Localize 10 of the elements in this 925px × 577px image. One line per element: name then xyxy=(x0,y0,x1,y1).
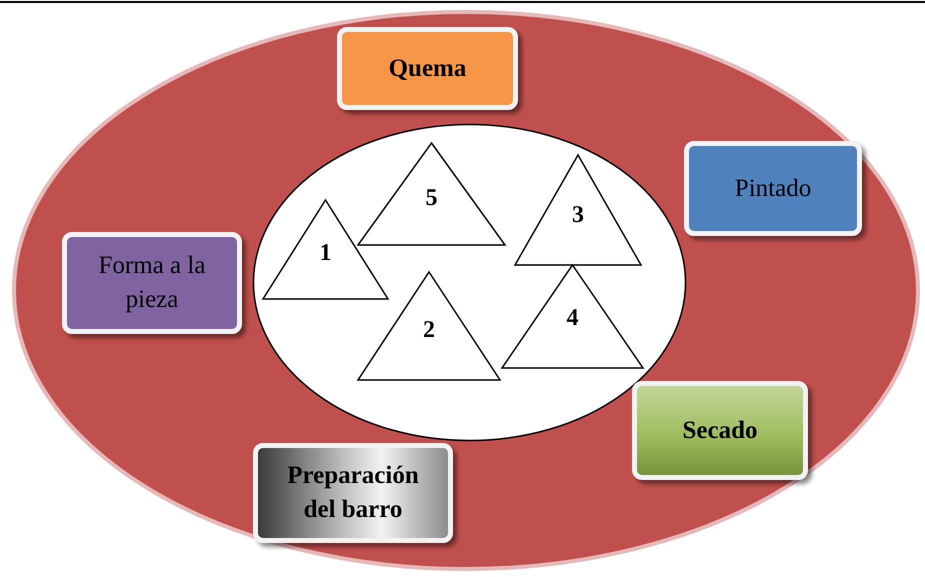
step-number: 4 xyxy=(566,304,580,332)
step-number: 2 xyxy=(422,317,436,344)
step-number: 5 xyxy=(424,185,438,212)
process-box: Quema xyxy=(337,27,518,110)
process-box: Pintado xyxy=(684,141,862,236)
process-box: Preparación del barro xyxy=(253,443,453,543)
process-box: Forma a la pieza xyxy=(62,232,242,334)
step-number: 1 xyxy=(318,240,332,268)
process-box: Secado xyxy=(632,381,808,480)
step-number: 3 xyxy=(571,202,585,228)
